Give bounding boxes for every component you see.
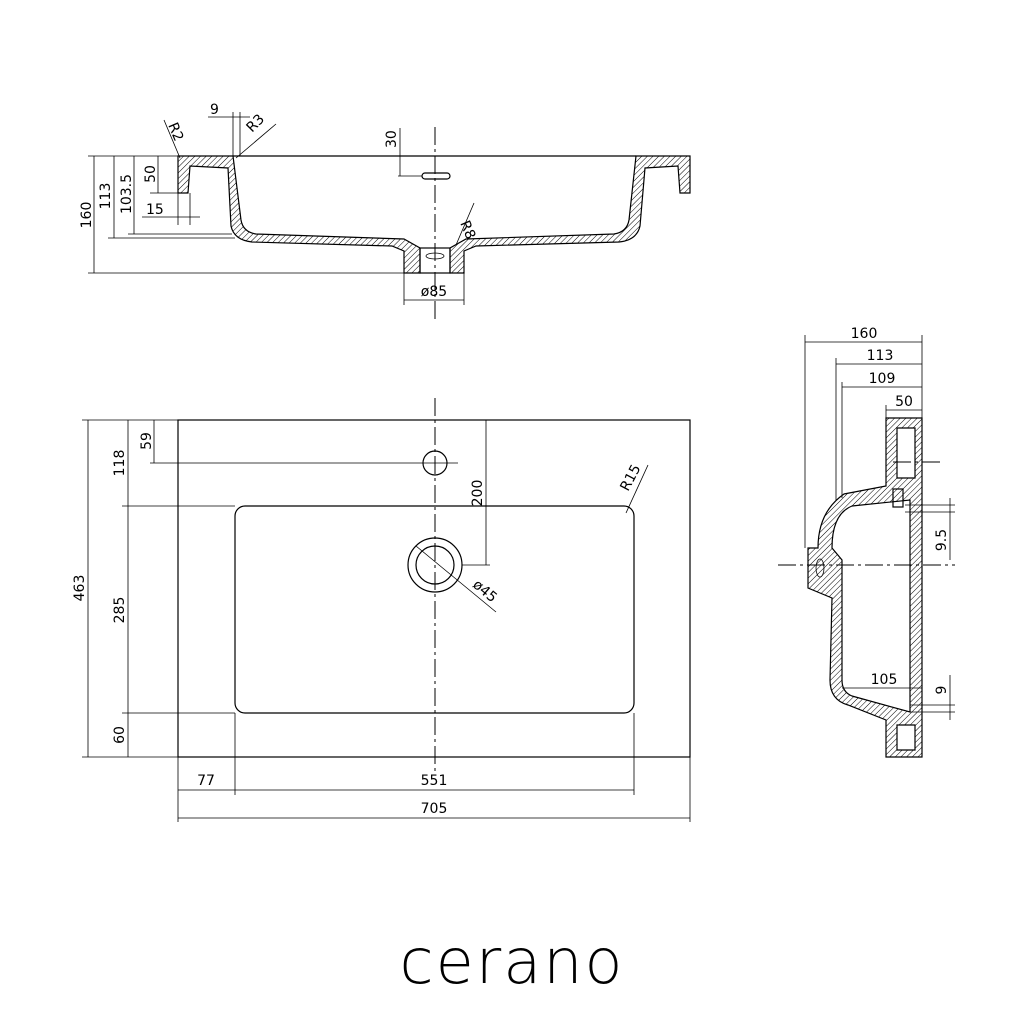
- side-drain-oval: [815, 558, 825, 578]
- dim-59: 59: [139, 432, 155, 450]
- dim-15: 15: [146, 202, 164, 218]
- side-section-wall: [807, 417, 923, 758]
- dim-9: 9: [210, 102, 219, 118]
- side-dim-105: 105: [871, 672, 898, 688]
- side-dim-50: 50: [895, 394, 913, 410]
- side-dim-160: 160: [851, 326, 878, 342]
- dim-285: 285: [112, 597, 128, 624]
- side-dim-9: 9: [934, 686, 950, 695]
- radius-r8: R8: [456, 218, 478, 241]
- dim-77: 77: [197, 773, 215, 789]
- drain-diameter-85: ø85: [421, 284, 447, 300]
- radius-r3: R3: [244, 111, 268, 135]
- dim-118: 118: [112, 450, 128, 477]
- top-view: 463 118 59 285 60 200 R15 ø45 77 551 705: [72, 398, 691, 822]
- dim-705: 705: [421, 801, 448, 817]
- dim-160: 160: [79, 202, 95, 229]
- dim-463: 463: [72, 575, 88, 602]
- dim-50: 50: [143, 165, 159, 183]
- side-dim-109: 109: [869, 371, 896, 387]
- side-dim-9-5: 9.5: [934, 529, 950, 551]
- radius-r2: R2: [164, 120, 186, 143]
- dim-113: 113: [98, 183, 114, 210]
- radius-r15: R15: [617, 462, 644, 494]
- basin-outline: [177, 419, 691, 758]
- brand-logo: cerano: [399, 925, 625, 998]
- side-view: 160 113 109 50 9.5 105 9: [778, 326, 955, 758]
- section-view: 160 113 103.5 50 15 9 R2 R3 30 R8 ø85: [79, 102, 691, 320]
- dim-200: 200: [470, 480, 486, 507]
- overflow-slot: [421, 172, 451, 180]
- drain-diameter-45: ø45: [469, 577, 500, 606]
- basin-section-wall: [177, 155, 691, 274]
- dim-103-5: 103.5: [119, 174, 135, 214]
- dim-30: 30: [384, 130, 400, 148]
- dim-60: 60: [112, 726, 128, 744]
- side-dim-113: 113: [867, 348, 894, 364]
- dim-551: 551: [421, 773, 448, 789]
- overflow-tube: [892, 488, 904, 508]
